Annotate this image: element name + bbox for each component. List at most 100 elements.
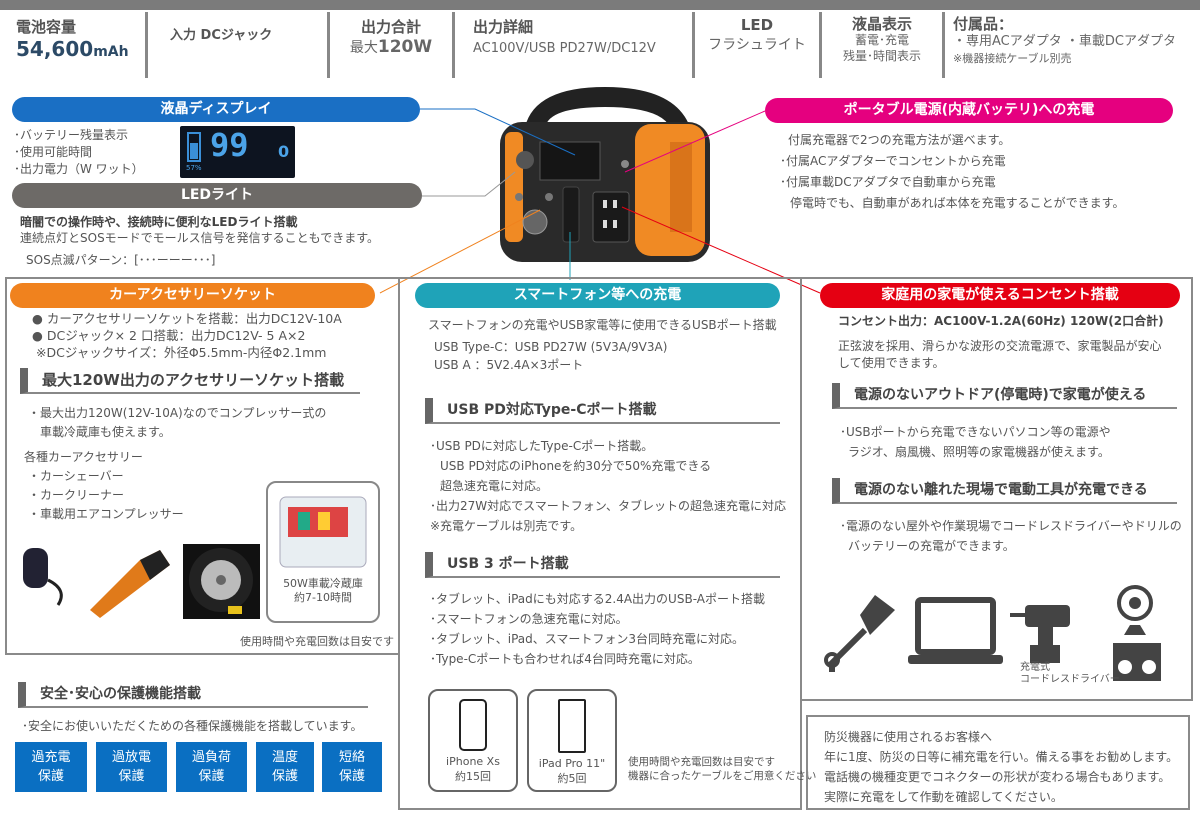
product-image [485, 82, 725, 272]
led-line: 連続点灯とSOSモードでモールス信号を発信することもできます。 [20, 231, 380, 245]
note-line: 使用時間や充電回数は目安です [628, 756, 775, 768]
fridge-duration: 約7-10時間 [294, 591, 352, 604]
spec-value: AC100V/USB PD27W/DC12V [473, 41, 656, 56]
outlet-title-pill: 家庭用の家電が使えるコンセント搭載 [820, 283, 1180, 308]
car-description: ・最大出力120W(12V-10A)なのでコンプレッサー式の 車載冷蔵庫も使えま… [24, 404, 327, 524]
device-count: 約5回 [557, 772, 587, 785]
device-count: 約15回 [455, 770, 491, 783]
appliance-icons [820, 585, 1190, 685]
notice-line: 防災機器に使用されるお客様へ [824, 730, 993, 744]
spec-title: 入力 DCジャック [170, 28, 273, 43]
tablet-icon [558, 699, 586, 753]
lcd-screen-pct: 57% [186, 164, 202, 172]
lcd-screen-watt: 0 [278, 142, 290, 161]
pd-line: USB PD対応のiPhoneを約30分で50%充電できる [440, 459, 712, 473]
car-desc-line: 車載冷蔵庫も使えます。 [40, 425, 171, 439]
protection-label: 過負荷 [191, 750, 231, 765]
device-name: iPad Pro 11" [538, 757, 606, 770]
car-cleaner-image [80, 540, 175, 620]
tool-heading: 電源のない離れた現場で電動工具が充電できる [832, 478, 1177, 504]
outdoor-description: ･USBポートから充電できないパソコン等の電源や ラジオ、扇風機、照明等の家電機… [840, 422, 1111, 462]
protection-short-circuit: 短絡保護 [322, 742, 382, 792]
led-description: 暗闇での操作時や、接続時に便利なLEDライト搭載 連続点灯とSOSモードでモール… [20, 214, 379, 268]
protection-label: 保護 [118, 769, 145, 784]
car-spec: ● カーアクセサリーソケットを搭載：出力DC12V-10A [32, 311, 342, 326]
outlet-desc-line: して使用できます。 [838, 356, 945, 370]
charge-line: 付属充電器で2つの充電方法が選べます。 [788, 133, 1011, 147]
cordless-drill-icon [1010, 605, 1070, 663]
spec-line: 蓄電･充電 [854, 33, 909, 47]
outdoor-line: ラジオ、扇風機、照明等の家電機器が使えます。 [848, 445, 1110, 459]
charge-line: 停電時でも、自動車があれば本体を充電することができます。 [790, 196, 1125, 210]
spec-accessories: 付属品： ・専用ACアダプタ ・車載DCアダプタ ※機器接続ケーブル別売 [945, 12, 1195, 78]
battery-icon [187, 132, 201, 162]
spec-title: 付属品： [953, 15, 1014, 33]
car-spec: ● DCジャック× 2 口搭載：出力DC12V- 5 A×2 [32, 328, 306, 343]
spec-title: 電池容量 [16, 18, 77, 36]
spec-output-detail: 出力詳細 AC100V/USB PD27W/DC12V [455, 12, 695, 78]
drill-label-line: 充電式 [1020, 662, 1050, 673]
charge-title-pill: ポータブル電源(内蔵バッテリ)への充電 [765, 98, 1173, 123]
pd-description: ･USB PDに対応したType-Cポート搭載。 USB PD対応のiPhone… [430, 436, 786, 536]
spec-value: 120W [377, 37, 433, 57]
outdoor-heading: 電源のないアウトドア(停電時)で家電が使える [832, 383, 1177, 409]
car-shaver-image [18, 540, 78, 610]
tire-image [183, 544, 260, 619]
spec-title: 液晶表示 [851, 15, 912, 33]
pd-line: ･出力27W対応でスマートフォン、タブレットの超急速充電に対応 [430, 499, 787, 513]
usb-line: ･スマートフォンの急速充電に対応。 [430, 612, 628, 626]
car-acc-item: ・車載用エアコンプレッサー [28, 507, 184, 521]
usb-line: ･タブレット、iPadにも対応する2.4A出力のUSB-Aポート搭載 [430, 592, 765, 606]
radio-icon [1113, 643, 1161, 681]
iphone-card: iPhone Xs 約15回 [428, 689, 518, 792]
port-spec: USB Type-C：USB PD27W (5V3A/9V3A) [434, 340, 668, 354]
notice-line: 電話機の機種変更でコネクターの形状が変わる場合もあります。 [824, 770, 1171, 784]
usb-description: ･タブレット、iPadにも対応する2.4A出力のUSB-Aポート搭載 ･スマート… [430, 589, 765, 669]
drill-label: 充電式 コードレスドライバー [1020, 662, 1120, 686]
lcd-feature: ･出力電力（W ワット） [14, 162, 144, 176]
usb-line: ･タブレット、iPad、スマートフォン3台同時充電に対応。 [430, 632, 745, 646]
usb-line: ･Type-Cポートも合わせれば4台同時充電に対応。 [430, 652, 700, 666]
led-bold-line: 暗闇での操作時や、接続時に便利なLEDライト搭載 [20, 215, 298, 229]
lcd-title-pill: 液晶ディスプレイ [12, 97, 420, 122]
lcd-feature: ･使用可能時間 [14, 145, 93, 159]
spec-unit: mAh [93, 44, 129, 60]
notice-line: 実際に充電をして作動を確認してください。 [824, 790, 1063, 804]
car-specs: ● カーアクセサリーソケットを搭載：出力DC12V-10A ● DCジャック× … [32, 310, 342, 361]
fridge-card: 50W車載冷蔵庫約7-10時間 [266, 481, 380, 623]
spec-title: 出力詳細 [473, 18, 534, 36]
protection-overdischarge: 過放電保護 [96, 742, 167, 792]
pd-line: ※充電ケーブルは別売です。 [430, 519, 583, 533]
outlet-description: 正弦波を採用、滑らかな波形の交流電源で、家電製品が安心 して使用できます。 [838, 338, 1162, 372]
spec-led: LED フラシュライト [695, 12, 822, 78]
spec-line: 残量･時間表示 [842, 49, 921, 63]
protection-label: 保護 [37, 769, 64, 784]
safety-description: ･安全にお使いいただくための各種保護機能を搭載しています。 [22, 719, 363, 733]
pd-line: ･USB PDに対応したType-Cポート搭載。 [430, 439, 654, 453]
protection-label: 温度 [271, 750, 298, 765]
ipad-card: iPad Pro 11" 約5回 [527, 689, 617, 792]
spec-battery: 電池容量 54,600mAh [8, 12, 148, 78]
protection-label: 保護 [271, 769, 298, 784]
lcd-feature: ･バッテリー残量表示 [14, 128, 129, 142]
car-heading: 最大120W出力のアクセサリーソケット搭載 [20, 368, 360, 394]
top-bar [0, 0, 1200, 10]
protection-overcharge: 過充電保護 [15, 742, 87, 792]
tool-line: バッテリーの充電ができます。 [848, 539, 1015, 553]
spec-line: ※機器接続ケーブル別売 [953, 52, 1072, 65]
spec-title: LED [740, 16, 774, 34]
protection-label: 過放電 [111, 750, 151, 765]
pd-heading: USB PD対応Type-Cポート搭載 [425, 398, 780, 424]
spec-value: 54,600 [16, 37, 94, 61]
spec-lcd: 液晶表示 蓄電･充電 残量･時間表示 [822, 12, 945, 78]
drill-label-line: コードレスドライバー [1020, 674, 1120, 685]
protection-temperature: 温度保護 [256, 742, 314, 792]
note-line: 機器に合ったケーブルをご用意ください [628, 770, 817, 782]
car-acc-item: ・カーシェーバー [28, 469, 124, 483]
fan-icon [1117, 585, 1153, 635]
spec-prefix: 最大 [349, 40, 378, 56]
car-desc-line: ・最大出力120W(12V-10A)なのでコンプレッサー式の [28, 406, 327, 420]
spec-title: 出力合計 [360, 18, 421, 36]
fridge-label: 50W車載冷蔵庫 [283, 577, 363, 590]
charge-line: ･付属ACアダプターでコンセントから充電 [780, 154, 1006, 168]
